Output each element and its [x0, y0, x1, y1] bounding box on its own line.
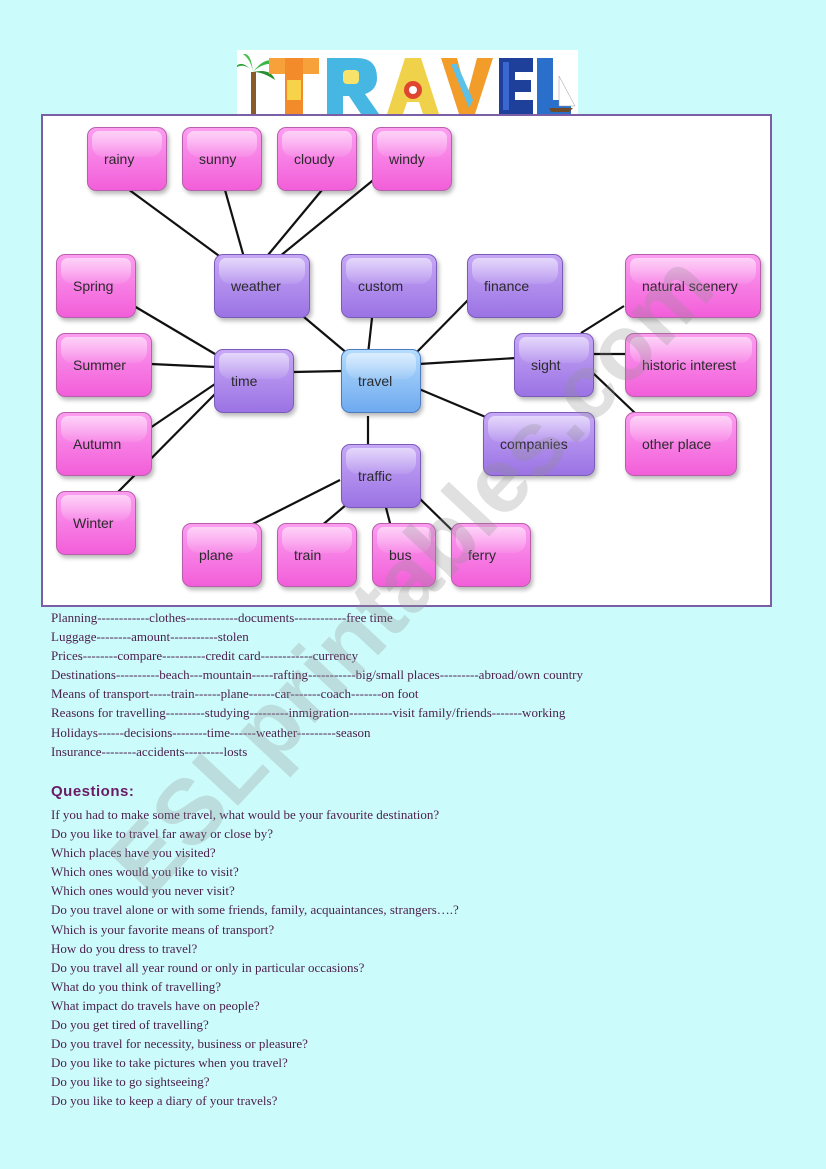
line-winter-time — [116, 393, 216, 494]
node-finance: finance — [467, 254, 563, 318]
line-rainy-weather — [127, 188, 227, 262]
question-item: Do you like to take pictures when you tr… — [51, 1055, 288, 1071]
vocabulary-line: Prices--------compare----------credit ca… — [51, 648, 359, 664]
node-ferry: ferry — [451, 523, 531, 587]
node-spring: Spring — [56, 254, 136, 318]
node-custom: custom — [341, 254, 437, 318]
node-cloudy: cloudy — [277, 127, 357, 191]
letter-v — [441, 58, 493, 114]
node-plane-label: plane — [199, 547, 234, 563]
node-natural-scenery: natural scenery — [625, 254, 761, 318]
node-natural-scenery-label: natural scenery — [642, 278, 738, 294]
title-banner — [237, 50, 578, 114]
node-traffic: traffic — [341, 444, 421, 508]
node-train-label: train — [294, 547, 322, 563]
question-item: Do you get tired of travelling? — [51, 1017, 209, 1033]
node-historic-interest-label: historic interest — [642, 357, 737, 373]
node-custom-label: custom — [358, 278, 404, 294]
line-autumn-time — [149, 383, 216, 429]
question-item: Do you like to go sightseeing? — [51, 1074, 210, 1090]
node-finance-label: finance — [484, 278, 530, 294]
node-sight-label: sight — [531, 357, 561, 373]
question-item: Do you like to keep a diary of your trav… — [51, 1093, 278, 1109]
question-item: What do you think of travelling? — [51, 978, 222, 994]
question-item: Which places have you visited? — [51, 845, 216, 861]
node-bus: bus — [372, 523, 436, 587]
question-item: Which is your favorite means of transpor… — [51, 921, 275, 937]
line-custom-travel — [366, 317, 374, 355]
question-item: What impact do travels have on people? — [51, 997, 260, 1013]
line-sight-other — [592, 372, 636, 414]
node-companies-label: companies — [500, 436, 568, 452]
node-historic-interest: historic interest — [625, 333, 757, 397]
travel-logo — [237, 53, 576, 114]
line-cloudy-weather — [262, 189, 323, 262]
node-other-place-label: other place — [642, 436, 712, 452]
vocabulary-line: Reasons for travelling---------studying-… — [51, 705, 566, 721]
letter-l — [537, 58, 576, 114]
questions-heading: Questions: — [51, 783, 135, 800]
question-item: Which ones would you like to visit? — [51, 864, 239, 880]
line-sunny-weather — [223, 189, 247, 262]
node-autumn-label: Autumn — [73, 436, 122, 452]
node-rainy-label: rainy — [104, 151, 135, 167]
question-item: Do you travel all year round or only in … — [51, 959, 365, 975]
question-item: How do you dress to travel? — [51, 940, 198, 956]
letter-t — [269, 58, 319, 114]
question-item: Do you travel for necessity, business or… — [51, 1036, 308, 1052]
questions-list: If you had to make some travel, what wou… — [51, 805, 791, 1111]
line-spring-time — [133, 305, 216, 355]
line-travel-companies — [418, 387, 489, 420]
node-rainy: rainy — [87, 127, 167, 191]
node-sunny-label: sunny — [199, 151, 237, 167]
line-weather-travel — [297, 311, 349, 355]
line-windy-weather — [273, 167, 389, 262]
node-weather: weather — [214, 254, 310, 318]
node-windy: windy — [372, 127, 452, 191]
node-time-label: time — [231, 373, 258, 389]
line-time-travel — [292, 369, 343, 374]
line-travel-sight — [418, 356, 517, 366]
question-item: Do you like to travel far away or close … — [51, 826, 274, 842]
vocabulary-line: Luggage--------amount-----------stolen — [51, 629, 249, 645]
vocabulary-line: Destinations----------beach---mountain--… — [51, 667, 584, 683]
question-item: If you had to make some travel, what wou… — [51, 807, 440, 822]
node-bus-label: bus — [389, 547, 412, 563]
node-plane: plane — [182, 523, 262, 587]
node-other-place: other place — [625, 412, 737, 476]
node-traffic-label: traffic — [358, 468, 392, 484]
node-train: train — [277, 523, 357, 587]
vocabulary-line: Means of transport-----train------plane-… — [51, 686, 419, 702]
node-autumn: Autumn — [56, 412, 152, 476]
vocabulary-line: Planning------------clothes------------d… — [51, 610, 393, 625]
node-winter-label: Winter — [73, 515, 114, 531]
node-cloudy-label: cloudy — [294, 151, 335, 167]
node-time: time — [214, 349, 294, 413]
vocabulary-list: Planning------------clothes------------d… — [51, 608, 791, 761]
node-spring-label: Spring — [73, 278, 114, 294]
node-weather-label: weather — [231, 278, 281, 294]
question-item: Do you travel alone or with some friends… — [51, 902, 459, 918]
node-companies: companies — [483, 412, 595, 476]
letter-r — [327, 58, 379, 114]
node-sight: sight — [514, 333, 594, 397]
line-summer-time — [150, 362, 216, 369]
node-windy-label: windy — [389, 151, 425, 167]
node-ferry-label: ferry — [468, 547, 496, 563]
letter-a — [387, 58, 439, 114]
letter-e — [499, 58, 533, 114]
vocabulary-line: Holidays------decisions--------time-----… — [51, 724, 371, 740]
vocabulary-line: Insurance--------accidents---------losts — [51, 743, 248, 759]
line-sight-natural — [580, 305, 625, 334]
line-traffic-ferry — [416, 495, 458, 536]
node-winter: Winter — [56, 491, 136, 555]
node-travel: travel — [341, 349, 421, 413]
mind-map: rainy sunny cloudy windy Spring Summer A… — [41, 114, 772, 607]
node-sunny: sunny — [182, 127, 262, 191]
node-summer-label: Summer — [73, 357, 126, 373]
line-finance-travel — [414, 296, 472, 355]
question-item: Which ones would you never visit? — [51, 883, 235, 899]
node-travel-label: travel — [358, 373, 393, 389]
node-summer: Summer — [56, 333, 152, 397]
